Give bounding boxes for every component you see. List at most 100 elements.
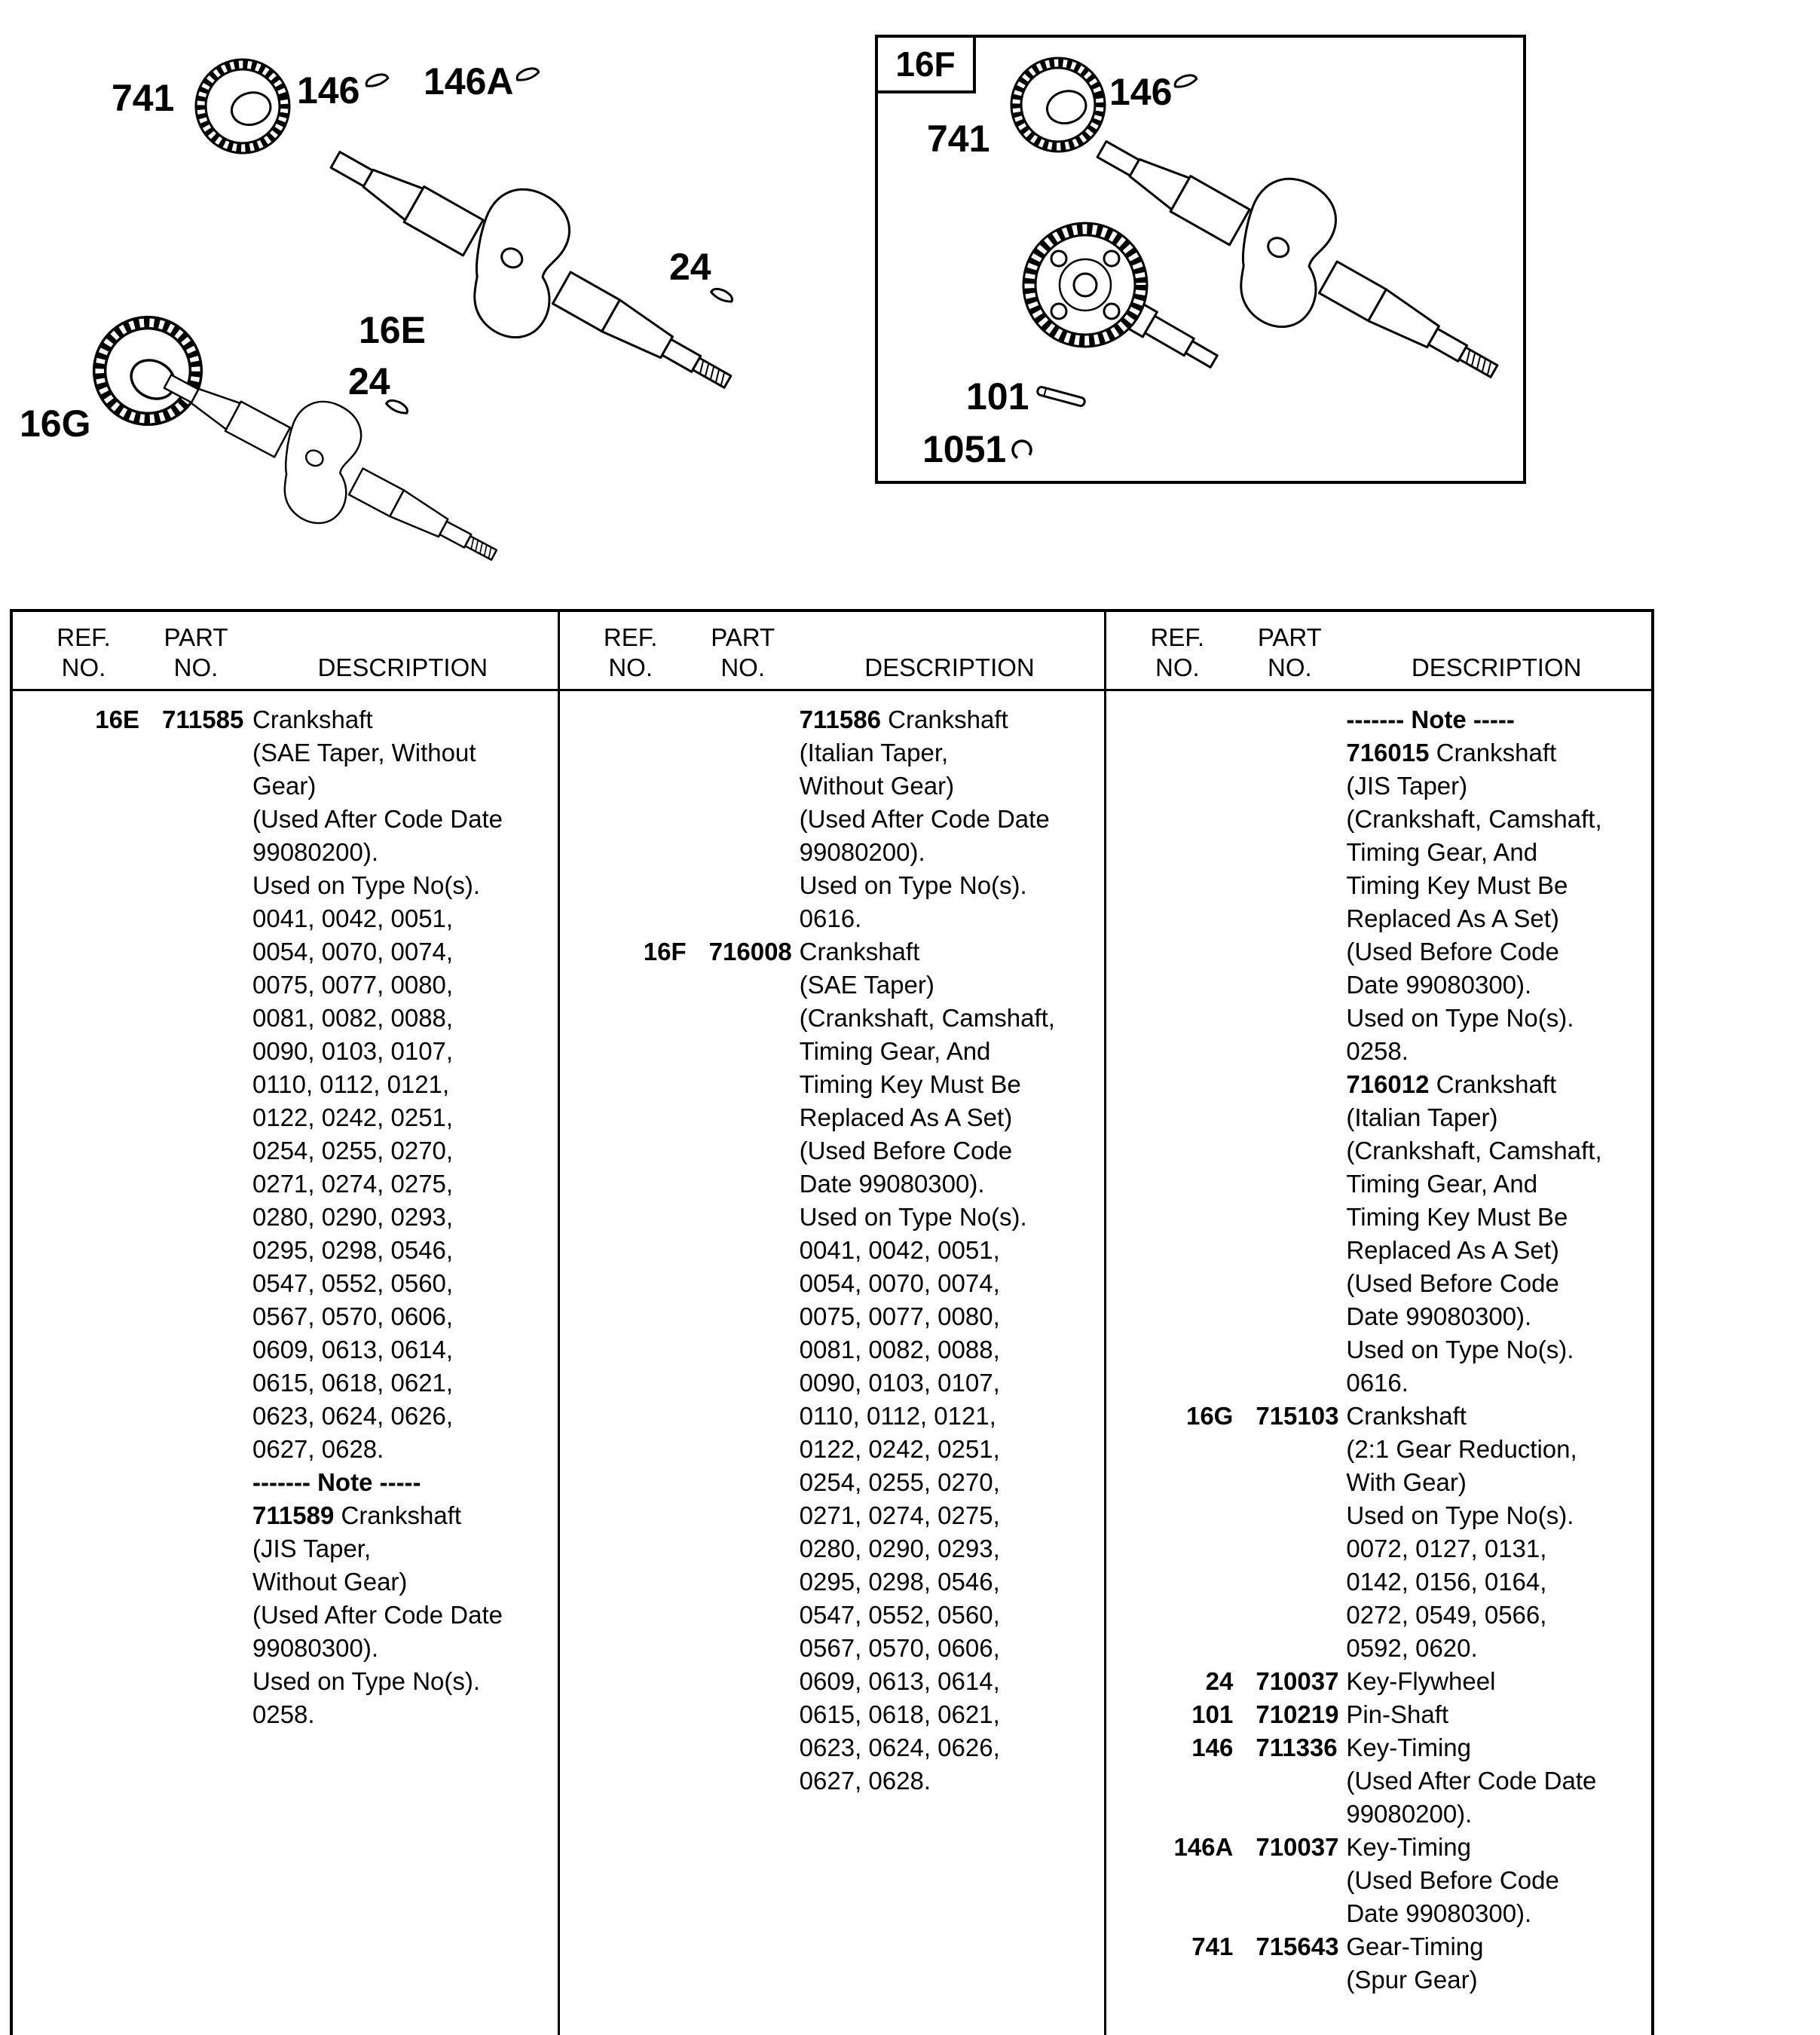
- description-line: ------- Note -----: [1346, 703, 1647, 736]
- description-line: 716015 Crankshaft: [1346, 739, 1557, 767]
- entry-part-no: [139, 1466, 252, 1731]
- entry-ref-no: [28, 1466, 139, 1731]
- description-line: Gear): [252, 772, 317, 800]
- description-line: 0054, 0070, 0074,: [799, 1269, 1000, 1297]
- table-column-3: REF. NO. PART NO. DESCRIPTION ------- No…: [1106, 612, 1651, 2035]
- description-line: (Used After Code Date: [252, 1601, 503, 1629]
- entry-ref-no: 146: [1191, 1734, 1234, 1761]
- description-line: 0258.: [252, 1700, 315, 1728]
- description-line: Timing Gear, And: [799, 1037, 991, 1065]
- description-line: 0547, 0552, 0560,: [252, 1269, 454, 1297]
- inline-part-no: ------- Note -----: [252, 1468, 421, 1496]
- description-line: Used on Type No(s).: [1346, 1501, 1574, 1529]
- description-line: With Gear): [1346, 1468, 1467, 1496]
- description-line: 716012 Crankshaft: [1346, 1070, 1557, 1098]
- description-line: 0072, 0127, 0131,: [1346, 1535, 1547, 1562]
- description-line: 711589 Crankshaft: [252, 1501, 462, 1529]
- description-line: (Used Before Code: [799, 1137, 1013, 1164]
- header-ref-no: REF. NO.: [28, 623, 139, 683]
- description-line: Replaced As A Set): [1346, 1236, 1559, 1264]
- spur-gear-741-left-art: [185, 49, 300, 164]
- entry-part-no: 715103: [1256, 1402, 1339, 1430]
- description-line: 0081, 0082, 0088,: [252, 1004, 454, 1032]
- table-entry: ------- Note ----- 711589 Crankshaft (JIS …: [28, 1466, 553, 1731]
- label-101: 101: [966, 375, 1029, 418]
- description-line: Key-Timing: [1346, 1734, 1471, 1761]
- entry-ref-no: 741: [1191, 1932, 1234, 1960]
- description-line: 0110, 0112, 0121,: [799, 1402, 996, 1430]
- description-line: (Used Before Code: [1346, 938, 1559, 965]
- label-24-upper: 24: [669, 246, 711, 288]
- description-line: 0623, 0624, 0626,: [799, 1734, 1000, 1761]
- description-line: Used on Type No(s).: [252, 1667, 481, 1695]
- column-header: REF. NO. PART NO. DESCRIPTION: [559, 612, 1105, 691]
- label-24-lower: 24: [348, 360, 390, 402]
- label-16g: 16G: [20, 402, 91, 445]
- entry-part-no: 711336: [1256, 1734, 1338, 1761]
- diagram-area: 16F: [0, 0, 1820, 609]
- inline-part-no: 716015: [1346, 739, 1430, 767]
- header-desc-label: DESCRIPTION: [1411, 653, 1582, 681]
- timing-key-146-box-art: [1172, 71, 1199, 90]
- description-line: 0110, 0112, 0121,: [252, 1070, 450, 1098]
- entry-ref-no: 24: [1205, 1667, 1234, 1695]
- entry-part-no: 710219: [1256, 1700, 1339, 1728]
- header-ref-line1: REF.: [603, 623, 658, 651]
- description-line: ------- Note -----: [252, 1466, 553, 1499]
- description-line: (Spur Gear): [1346, 1966, 1478, 1994]
- inline-part-no: 711586: [799, 705, 881, 733]
- header-ref-line1: REF.: [57, 623, 111, 651]
- description-line: 0090, 0103, 0107,: [252, 1037, 454, 1065]
- description-line: (JIS Taper,: [252, 1535, 372, 1562]
- description-line: Key-Flywheel: [1346, 1667, 1496, 1695]
- description-line: 0616.: [799, 904, 862, 932]
- header-part-line1: PART: [1257, 623, 1322, 651]
- entry-description: Crankshaft(SAE Taper)(Crankshaft, Camsha…: [800, 935, 1100, 1798]
- description-line: 0567, 0570, 0606,: [252, 1302, 454, 1330]
- label-741-box: 741: [927, 118, 990, 160]
- description-line: 99080200).: [1346, 1800, 1473, 1828]
- description-line: Without Gear): [799, 772, 955, 800]
- description-line: Crankshaft: [252, 705, 373, 733]
- header-part-no: PART NO.: [1233, 623, 1346, 683]
- entry-ref-no: 101: [1191, 1700, 1234, 1728]
- entry-description: 711586 Crankshaft(Italian Taper,Without …: [800, 703, 1100, 935]
- description-line: 0280, 0290, 0293,: [799, 1535, 1000, 1562]
- description-line: (SAE Taper): [799, 971, 934, 999]
- inline-part-no: 711589: [252, 1501, 335, 1529]
- description-line: Timing Key Must Be: [1346, 1203, 1568, 1231]
- description-line: 99080300).: [252, 1634, 378, 1662]
- cam-gear-art: [1023, 223, 1147, 347]
- header-description: DESCRIPTION: [800, 623, 1100, 683]
- description-line: Used on Type No(s).: [252, 871, 481, 899]
- description-line: Pin-Shaft: [1346, 1700, 1449, 1728]
- description-line: Date 99080300).: [1346, 1302, 1532, 1330]
- description-line: 0295, 0298, 0546,: [252, 1236, 454, 1264]
- label-1051: 1051: [922, 428, 1007, 470]
- label-146-left: 146: [297, 69, 360, 112]
- header-part-no: PART NO.: [139, 623, 252, 683]
- description-line: Timing Key Must Be: [799, 1070, 1021, 1098]
- description-line: (Used After Code Date: [252, 805, 503, 833]
- description-line: 0615, 0618, 0621,: [252, 1369, 454, 1397]
- flywheel-key-24-upper-art: [708, 284, 736, 305]
- spur-gear-741-box-art: [1001, 47, 1115, 162]
- entry-part-no: 715643: [1256, 1932, 1339, 1960]
- description-line: Date 99080300).: [1346, 1899, 1532, 1927]
- inset-box-tag: 16F: [878, 38, 976, 93]
- table-entry: 711586 Crankshaft(Italian Taper,Without …: [575, 703, 1100, 935]
- description-line: (2:1 Gear Reduction,: [1346, 1435, 1577, 1463]
- description-line: 0254, 0255, 0270,: [799, 1468, 1000, 1496]
- description-line: 0295, 0298, 0546,: [799, 1568, 1000, 1596]
- header-part-line2: NO.: [720, 653, 765, 681]
- description-line: Without Gear): [252, 1568, 408, 1596]
